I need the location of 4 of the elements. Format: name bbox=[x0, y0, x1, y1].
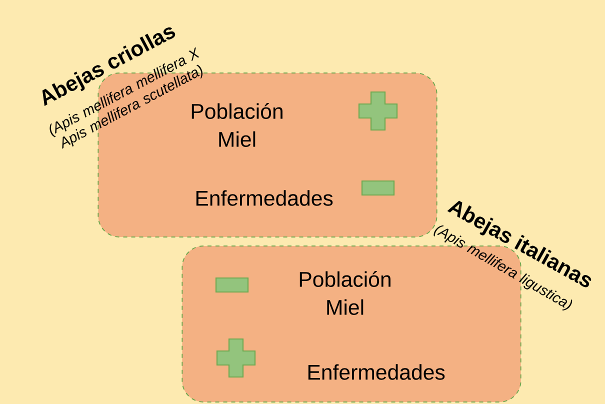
box-text: Enfermedades bbox=[308, 364, 445, 380]
box-text: Población Miel bbox=[300, 271, 390, 315]
box-text: Población Miel bbox=[192, 103, 282, 147]
box-text: Enfermedades bbox=[196, 190, 333, 206]
